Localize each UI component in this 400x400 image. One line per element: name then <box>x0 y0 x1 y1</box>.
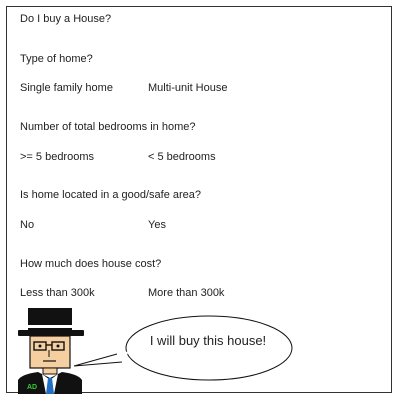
avatar-initials: AD <box>27 384 38 391</box>
question-bedrooms: Number of total bedrooms in home? <box>20 121 196 133</box>
top-hat <box>28 308 72 330</box>
option-more-than-300k[interactable]: More than 300k <box>148 287 225 299</box>
page-title: Do I buy a House? <box>20 13 112 25</box>
question-home-type: Type of home? <box>20 53 93 65</box>
businessman-avatar-icon <box>18 308 84 394</box>
speech-bubble <box>73 315 293 381</box>
face <box>29 335 71 369</box>
option-less-than-5-bedrooms[interactable]: < 5 bedrooms <box>148 151 216 163</box>
tie <box>46 378 54 394</box>
option-single-family-home[interactable]: Single family home <box>20 82 113 94</box>
option-multi-unit-house[interactable]: Multi-unit House <box>148 82 228 94</box>
question-house-cost: How much does house cost? <box>20 258 162 270</box>
option-less-than-300k[interactable]: Less than 300k <box>20 287 95 299</box>
option-yes[interactable]: Yes <box>148 219 166 231</box>
option-no[interactable]: No <box>20 219 35 231</box>
question-safe-area: Is home located in a good/safe area? <box>20 189 202 201</box>
speech-bubble-text: I will buy this house! <box>149 333 267 348</box>
option-5-or-more-bedrooms[interactable]: >= 5 bedrooms <box>20 151 94 163</box>
